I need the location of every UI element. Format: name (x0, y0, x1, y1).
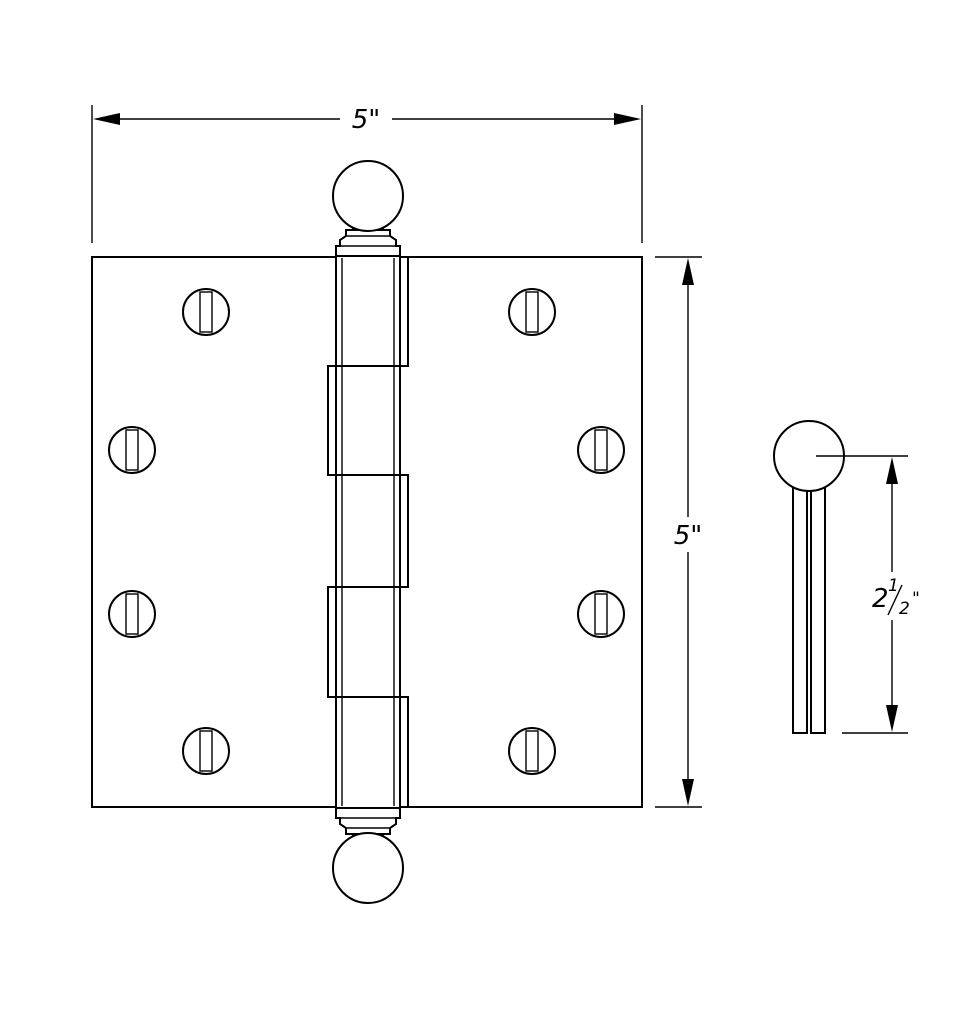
side-dimension: 2 1 2 " (816, 455, 920, 734)
bottom-ball (332, 832, 404, 904)
leaf-right-outline (400, 256, 643, 808)
side-leaf-right (810, 484, 826, 734)
side-arrow-top (886, 457, 898, 484)
side-label-whole: 2 (872, 584, 889, 614)
height-arrow-top (682, 258, 694, 285)
width-arrow-right (614, 113, 641, 125)
height-arrow-bottom (682, 779, 694, 806)
screw-hole (508, 288, 556, 336)
height-dimension: 5" (655, 256, 703, 808)
screw-hole (508, 727, 556, 775)
side-leaf-left (792, 484, 808, 734)
top-ball-finial (332, 160, 404, 257)
knuckle-1 (336, 256, 409, 367)
top-finial-collar (335, 229, 401, 257)
side-label-inch-mark: " (912, 589, 920, 609)
knuckle-3 (336, 474, 409, 588)
side-label-denominator: 2 (899, 599, 910, 619)
side-arrow-bottom (886, 705, 898, 732)
height-label: 5" (674, 521, 703, 551)
bottom-finial-collar (335, 807, 401, 835)
side-label-numerator: 1 (888, 576, 899, 596)
width-arrow-left (93, 113, 120, 125)
hinge-barrel (327, 255, 409, 809)
top-ball (332, 160, 404, 232)
screw-hole (182, 288, 230, 336)
hinge-leaf (91, 256, 643, 808)
leaf-left-outline (91, 256, 336, 808)
bottom-ball-finial (332, 807, 404, 904)
screw-hole (108, 426, 156, 474)
fraction-slash (887, 584, 903, 616)
screw-hole (577, 590, 625, 638)
screw-hole (108, 590, 156, 638)
screw-holes (108, 288, 625, 775)
screw-hole (577, 426, 625, 474)
knuckle-5 (400, 696, 409, 808)
width-label: 5" (352, 105, 381, 135)
width-dimension: 5" (91, 105, 643, 243)
knuckle-2 (327, 365, 400, 476)
screw-hole (182, 727, 230, 775)
side-view (773, 420, 845, 734)
side-dimension-label: 2 1 2 " (872, 576, 920, 619)
knuckle-4 (327, 586, 400, 698)
